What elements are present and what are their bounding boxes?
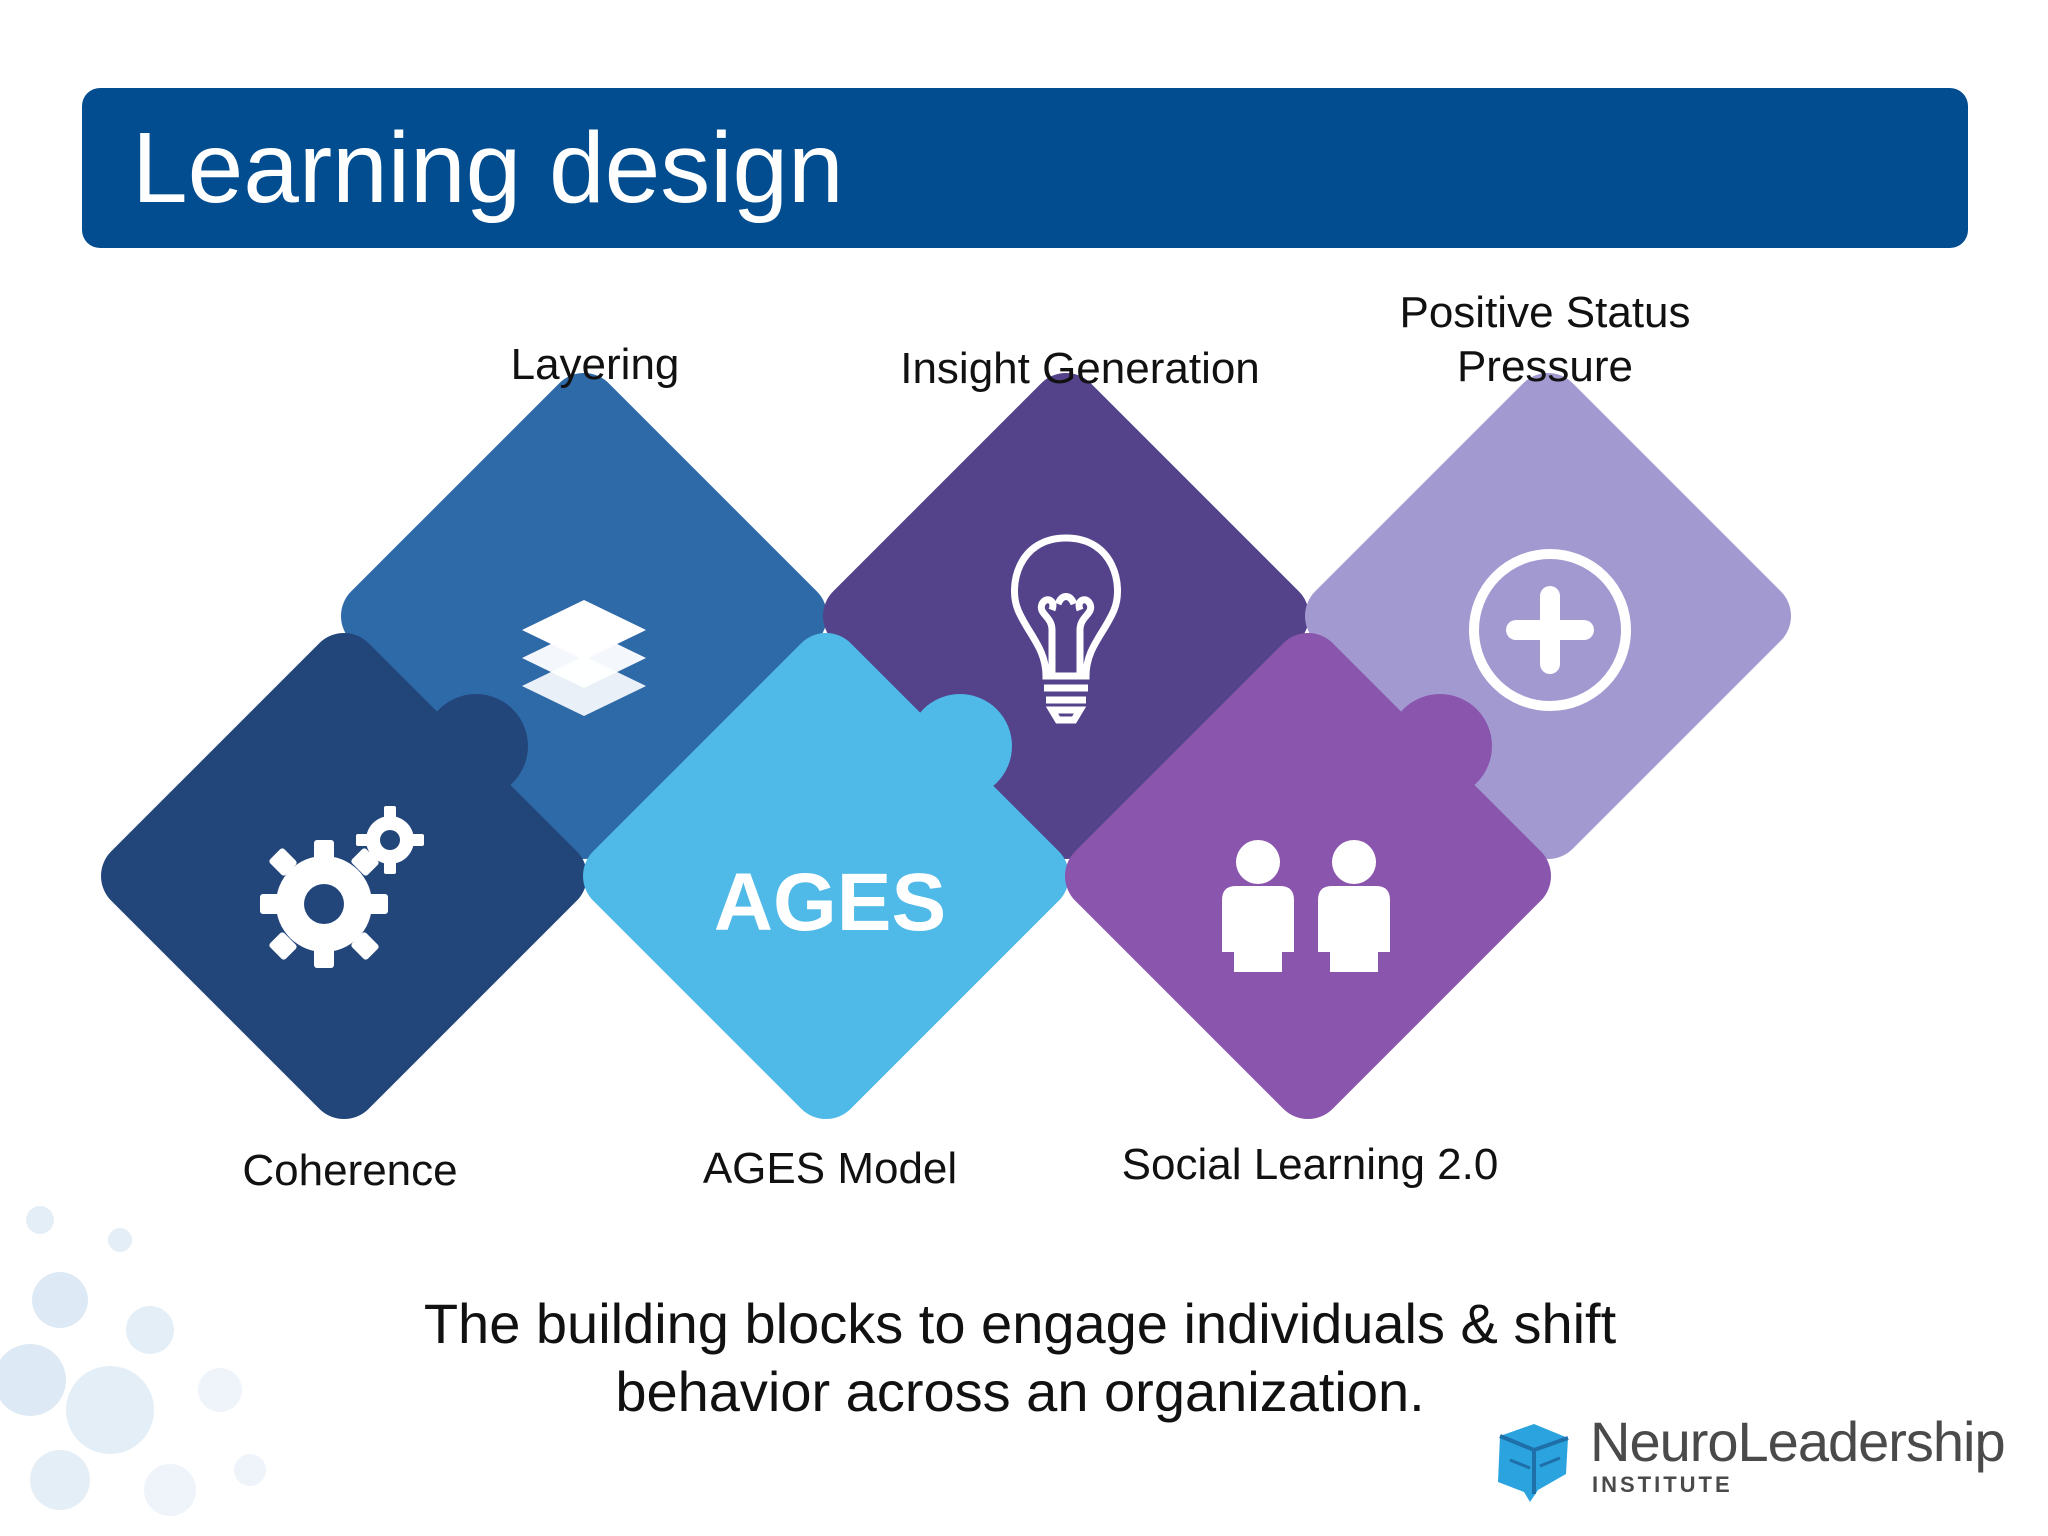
piece-social xyxy=(1065,633,1551,1119)
label-coherence: Coherence xyxy=(242,1146,458,1195)
label-insight: Insight Generation xyxy=(900,344,1260,393)
layers-icon xyxy=(522,600,646,716)
plus-circle-icon xyxy=(1469,549,1631,711)
ages-icon-text: AGES xyxy=(714,857,946,948)
label-status-line1: Positive Status xyxy=(1399,288,1691,337)
label-layering: Layering xyxy=(510,340,680,389)
people-icon xyxy=(1222,840,1390,972)
lightbulb-icon xyxy=(1011,534,1121,724)
piece-coherence xyxy=(101,633,587,1119)
label-ages-model: AGES Model xyxy=(702,1144,958,1193)
label-social: Social Learning 2.0 xyxy=(1121,1140,1499,1189)
tagline: The building blocks to engage individual… xyxy=(330,1290,1710,1426)
logo-sub: INSTITUTE xyxy=(1592,1472,1733,1497)
tagline-line1: The building blocks to engage individual… xyxy=(423,1292,1617,1355)
decorative-dots xyxy=(0,1206,266,1516)
gears-icon xyxy=(260,806,424,968)
label-status-line2: Pressure xyxy=(1456,342,1634,391)
neuroleadership-logo: NeuroLeadership INSTITUTE xyxy=(1480,1410,2006,1510)
tagline-line2: behavior across an organization. xyxy=(615,1360,1425,1423)
title-banner: Learning design xyxy=(82,88,1968,248)
slide-title: Learning design xyxy=(132,112,844,224)
piece-ages: AGES xyxy=(583,633,1069,1119)
brain-cube-icon xyxy=(1498,1424,1569,1502)
logo-word: NeuroLeadership xyxy=(1590,1410,2006,1473)
